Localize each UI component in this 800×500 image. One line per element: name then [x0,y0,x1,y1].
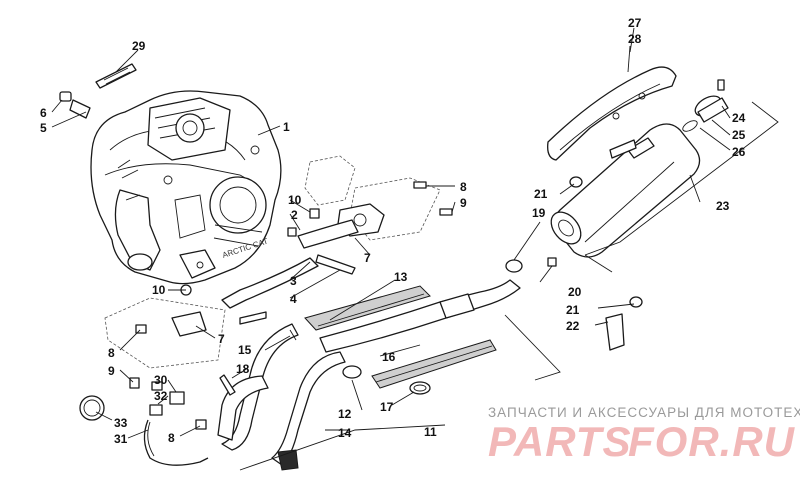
callout-17: 17 [380,400,394,414]
callout-7-lower: 7 [218,332,225,346]
callout-25: 25 [732,128,746,142]
callout-10-upper: 10 [288,193,302,207]
callout-15: 15 [238,343,252,357]
bent-pipe-14 [271,351,346,471]
callout-29: 29 [132,39,146,53]
watermark-caption: ЗАПЧАСТИ И АКСЕССУАРЫ ДЛЯ МОТОТЕХНИКИ [488,405,800,420]
callout-numbers: 1 2 3 4 5 6 7 7 8 8 8 9 9 10 10 11 12 13… [40,16,746,446]
muffler-23 [550,123,701,258]
clamp-17 [409,381,431,395]
callout-22: 22 [566,319,580,333]
tailpipe-cap [682,79,729,132]
grommets [505,176,643,308]
watermark: ЗАПЧАСТИ И АКСЕССУАРЫ ДЛЯ МОТОТЕХНИКИ PA… [488,405,800,465]
callout-4: 4 [290,292,297,306]
callout-12: 12 [338,407,352,421]
callout-10-lower: 10 [152,283,166,297]
mid-pipe-assembly [319,279,521,353]
callout-13: 13 [394,270,408,284]
plug-and-cap [59,91,91,119]
callout-21-upper: 21 [534,187,548,201]
heat-shield-13 [304,285,431,331]
callout-16: 16 [382,350,396,364]
lower-heat-shield [104,297,226,369]
leader-lines [51,27,731,439]
decal-label [95,63,137,89]
exhaust-header-pipe [221,219,359,309]
sensor-cable [79,374,236,466]
callout-32: 32 [154,389,168,403]
callout-5: 5 [40,121,47,135]
heat-shield-16 [371,339,497,389]
engine-assembly: ARCTIC CAT [90,90,282,285]
callout-9-upper: 9 [460,196,467,210]
callout-2: 2 [291,208,298,222]
fasteners [129,181,453,430]
callout-24: 24 [732,111,746,125]
callout-8-left: 8 [108,346,115,360]
callout-9-left: 9 [108,364,115,378]
callout-31: 31 [114,432,128,446]
watermark-logo-right: FOR.RU [628,418,796,465]
callout-20: 20 [568,285,582,299]
callout-18: 18 [236,362,250,376]
callout-7-upper: 7 [364,251,371,265]
watermark-logo-left: PARTS [488,418,631,465]
callout-6: 6 [40,106,47,120]
callout-11: 11 [424,425,437,439]
callout-30: 30 [154,373,168,387]
callout-28: 28 [628,32,642,46]
bracket-22 [605,313,625,351]
muffler-heat-shield [547,66,677,161]
callout-14: 14 [338,426,352,440]
clamp-12 [342,365,362,379]
callout-19: 19 [532,206,546,220]
callout-3: 3 [290,274,297,288]
callout-26: 26 [732,145,746,159]
callout-33: 33 [114,416,128,430]
callout-23: 23 [716,199,730,213]
callout-8-upper: 8 [460,180,467,194]
callout-21-lower: 21 [566,303,580,317]
section-outlines [239,101,779,471]
callout-8-bottom: 8 [168,431,175,445]
callout-27: 27 [628,16,642,30]
callout-1: 1 [283,120,290,134]
